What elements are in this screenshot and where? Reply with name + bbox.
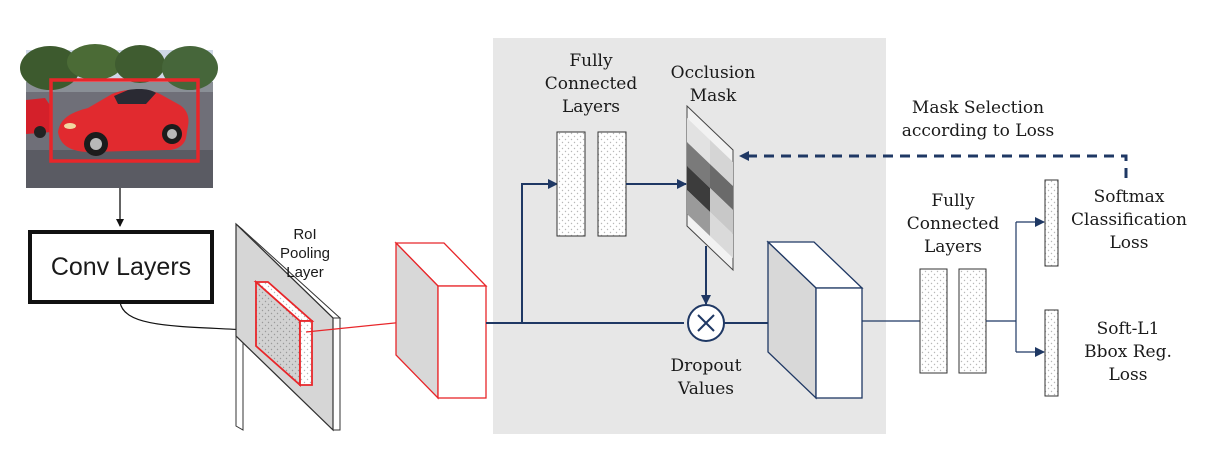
branch-to-fc-arrow (521, 179, 558, 323)
multiply-node (687, 304, 725, 342)
conv-layers-box (28, 230, 214, 304)
fc-layers-right (919, 268, 987, 374)
dropped-feature (766, 240, 864, 400)
softmax-loss-label: Softmax Classification Loss (1071, 187, 1187, 253)
occlusion-mask-label: Occlusion Mask (670, 63, 756, 106)
fc-right-label: Fully Connected Layers (906, 191, 1000, 257)
conv-to-roi-arrow (119, 301, 247, 334)
conv-layers-label: Conv Layers (50, 253, 192, 281)
pooled-feature (394, 241, 488, 400)
mask-selection-feedback-arrow (739, 151, 1128, 178)
head-split-lines (986, 222, 1017, 352)
input-image (20, 44, 218, 188)
occlusion-mask (686, 104, 734, 272)
fc-top-label: Fully Connected Layers (544, 51, 638, 117)
fc-layers-top (556, 131, 627, 237)
object-bbox (49, 78, 200, 163)
mask-selection-label: Mask Selection according to Loss (901, 98, 1055, 141)
softmax-head-bar (1044, 179, 1059, 267)
roi-region (253, 279, 315, 388)
bbox-head-bar (1044, 309, 1059, 397)
roi-pooling-label: RoI Pooling Layer (279, 226, 331, 281)
dropout-values-label: Dropout Values (670, 356, 742, 399)
bbox-loss-label: Soft-L1 Bbox Reg. Loss (1084, 319, 1172, 385)
